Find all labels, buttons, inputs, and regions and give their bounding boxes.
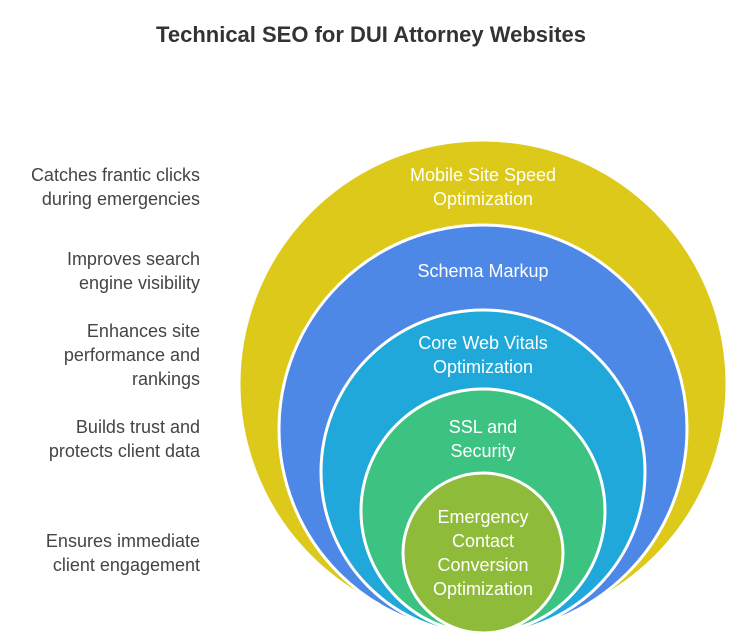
layer-label-mobile-site-speed: Mobile Site Speed Optimization <box>409 165 557 209</box>
layer-label-ssl-security: SSL and Security <box>448 417 518 461</box>
layer-label-emergency-contact: Emergency Contact Conversion Optimizatio… <box>432 507 534 599</box>
layer-label-core-web-vitals: Core Web Vitals Optimization <box>418 333 548 377</box>
layer-description-mobile-site-speed: Catches frantic clicks during emergencie… <box>30 165 200 209</box>
layer-description-core-web-vitals: Enhances site performance and rankings <box>63 321 200 389</box>
diagram-title: Technical SEO for DUI Attorney Websites <box>156 22 586 47</box>
layer-label-schema-markup: Schema Markup <box>417 261 549 281</box>
layer-circle-emergency-contact <box>401 471 565 635</box>
layer-description-schema-markup: Improves search engine visibility <box>66 249 200 293</box>
layer-description-emergency-contact: Ensures immediate client engagement <box>45 531 200 575</box>
layer-description-ssl-security: Builds trust and protects client data <box>48 417 200 461</box>
